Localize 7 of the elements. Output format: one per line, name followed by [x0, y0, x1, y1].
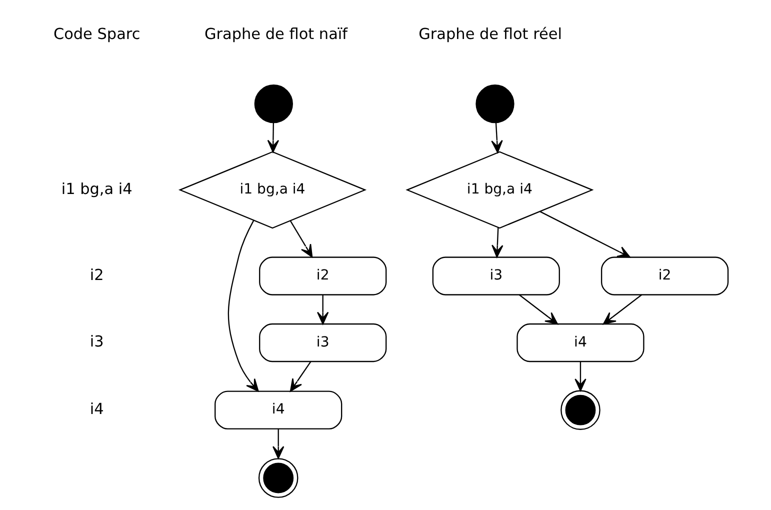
label: i4	[90, 400, 104, 418]
label: Graphe de flot naïf	[204, 24, 348, 42]
label: i2	[90, 265, 104, 284]
label: i1 bg,a i4	[61, 179, 132, 198]
label: i3	[90, 332, 104, 350]
label: Code Sparc	[53, 24, 140, 42]
label: Graphe de flot réel	[418, 24, 562, 42]
